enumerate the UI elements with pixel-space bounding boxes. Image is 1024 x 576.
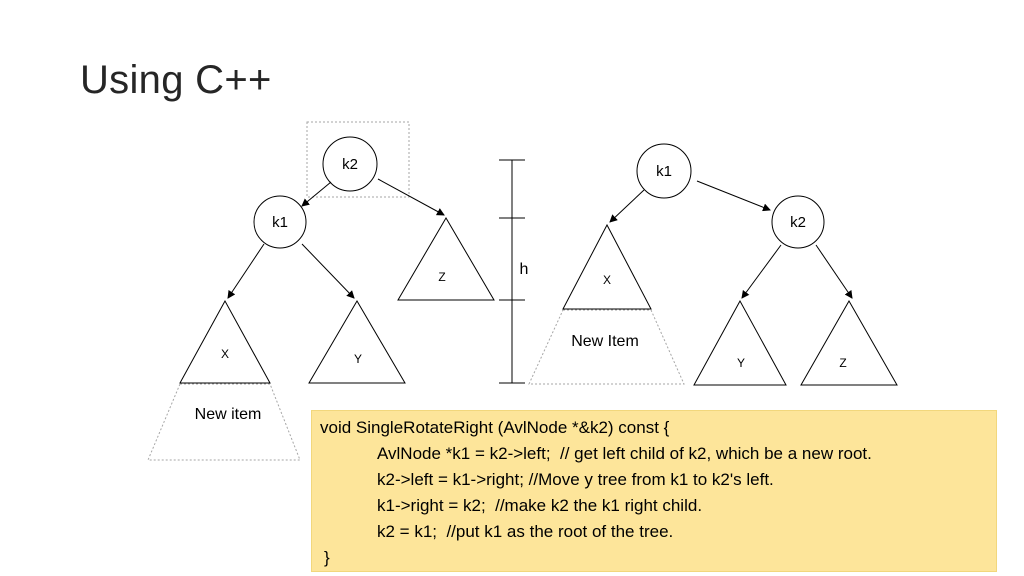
edge-k1-x-right xyxy=(609,189,645,223)
code-line-signature: void SingleRotateRight (AvlNode *&k2) co… xyxy=(320,418,670,437)
edge-k2-z-right xyxy=(815,244,853,299)
edge-k2-k1 xyxy=(301,181,332,207)
edge-k1-y xyxy=(301,243,355,299)
left-tree-z-label: Z xyxy=(438,270,445,284)
code-line-3: k1->right = k2; //make k2 the k1 right c… xyxy=(377,496,703,515)
edge-k1-x xyxy=(227,243,265,299)
left-tree-x-subtree xyxy=(179,299,271,384)
left-tree-new-item-region xyxy=(147,383,301,461)
right-tree-root-node xyxy=(636,143,692,199)
left-tree-root-label: k2 xyxy=(342,156,358,173)
left-tree-z-subtree xyxy=(397,217,495,301)
slide-title: Using C++ xyxy=(80,58,272,102)
code-line-4: k2 = k1; //put k1 as the root of the tre… xyxy=(377,522,674,541)
code-line-2: k2->left = k1->right; //Move y tree from… xyxy=(377,470,774,489)
left-tree-y-label: Y xyxy=(354,352,362,366)
right-tree-z-label: Z xyxy=(839,356,846,370)
left-tree-left-child-label: k1 xyxy=(272,214,288,231)
right-tree-new-item-region xyxy=(528,309,685,385)
right-tree-right-child-node xyxy=(771,195,825,249)
edge-k2-y-right xyxy=(741,244,782,299)
left-tree-x-label: X xyxy=(221,347,229,361)
right-tree-z-subtree xyxy=(800,299,898,386)
right-tree-new-item-label: New Item xyxy=(571,333,639,350)
edge-k2-z xyxy=(377,178,445,216)
code-line-1: AvlNode *k1 = k2->left; // get left chil… xyxy=(377,444,872,463)
edge-k1-k2-right xyxy=(696,180,771,212)
right-tree-x-subtree xyxy=(562,223,652,310)
right-tree-y-label: Y xyxy=(737,356,745,370)
k2-highlight-box xyxy=(306,121,410,198)
code-line-close: } xyxy=(324,548,330,567)
left-tree-root-node xyxy=(322,136,378,192)
height-marker-label: h xyxy=(520,261,529,278)
right-tree-x-label: X xyxy=(603,273,611,287)
left-tree-y-subtree xyxy=(308,300,406,384)
left-tree-new-item-label: New item xyxy=(195,406,262,423)
right-tree-right-child-label: k2 xyxy=(790,214,806,231)
left-tree-left-child-node xyxy=(253,195,307,249)
code-box: void SingleRotateRight (AvlNode *&k2) co… xyxy=(311,410,997,572)
right-tree-y-subtree xyxy=(693,299,787,386)
right-tree-root-label: k1 xyxy=(656,163,672,180)
